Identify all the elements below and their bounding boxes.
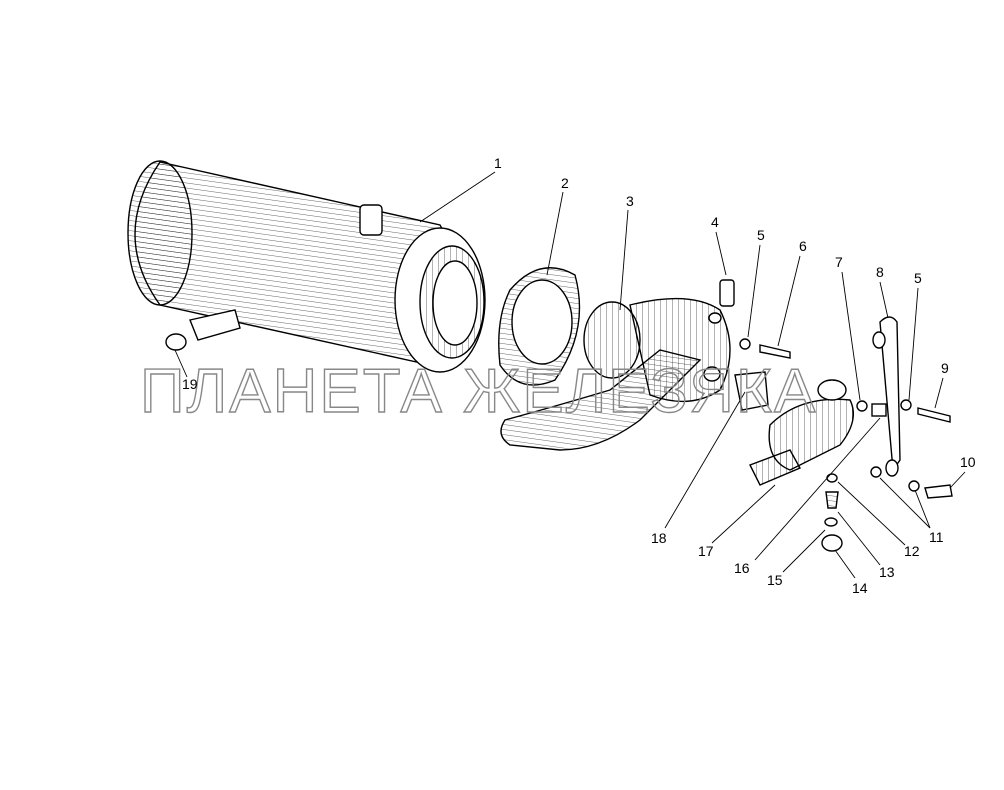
watermark: ПЛАНЕТА ЖЕЛЕЗЯКА	[140, 357, 817, 426]
callout-5b: 5	[914, 270, 922, 286]
callout-7: 7	[835, 254, 843, 270]
callout-8: 8	[876, 264, 884, 280]
callout-15: 15	[767, 572, 783, 588]
callout-3: 3	[626, 193, 634, 209]
fuel-pump	[749, 379, 854, 486]
spring-and-valve	[821, 473, 843, 552]
callout-12: 12	[904, 543, 920, 559]
callout-18: 18	[651, 530, 667, 546]
callout-10: 10	[960, 454, 976, 470]
fittings	[708, 279, 953, 499]
callout-6: 6	[799, 238, 807, 254]
callout-19: 19	[182, 376, 198, 392]
callout-17: 17	[698, 543, 714, 559]
callout-labels: 1 2 3 4 5 6 7 8 5 9 10 11 12 13 14 15 16…	[182, 155, 976, 596]
gasket	[498, 267, 581, 386]
callout-4: 4	[711, 214, 719, 230]
callout-16: 16	[734, 560, 750, 576]
callout-13: 13	[879, 564, 895, 580]
callout-5: 5	[757, 227, 765, 243]
callout-1: 1	[494, 155, 502, 171]
flange-gasket	[734, 371, 769, 411]
callout-11: 11	[929, 529, 944, 545]
plug	[165, 333, 187, 351]
callout-9: 9	[941, 360, 949, 376]
leader-lines	[174, 171, 966, 579]
tank	[127, 160, 486, 373]
heater	[500, 297, 731, 451]
callout-2: 2	[561, 175, 569, 191]
callout-14: 14	[852, 580, 868, 596]
